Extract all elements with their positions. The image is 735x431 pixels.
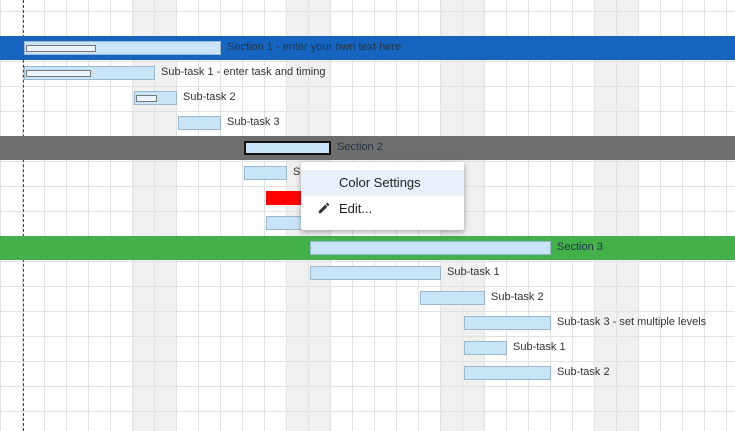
grid-column-line — [132, 0, 133, 431]
menu-item-label: Edit... — [339, 201, 373, 216]
task-label: Sub-task 3 - set multiple levels — [557, 316, 707, 328]
grid-column-line — [528, 0, 529, 431]
section-band — [0, 136, 735, 160]
task-label: Sub-task 2 — [491, 291, 544, 303]
task-label: Sub-task 3 — [227, 116, 280, 128]
task-bar[interactable] — [420, 291, 485, 305]
grid-row-line — [0, 111, 735, 112]
grid-row-line — [0, 86, 735, 87]
task-bar[interactable] — [24, 66, 155, 80]
grid-column-line — [682, 0, 683, 431]
grid-column-line — [704, 0, 705, 431]
section-bar[interactable] — [310, 241, 551, 255]
task-label: Sub-task 1 — [513, 341, 566, 353]
grid-column-line — [88, 0, 89, 431]
weekend-column-shade — [616, 0, 638, 431]
task-label: Sub-task 2 — [557, 366, 610, 378]
grid-column-line — [198, 0, 199, 431]
grid-column-line — [242, 0, 243, 431]
menu-item-edit[interactable]: Edit... — [301, 196, 464, 222]
section-bar[interactable] — [244, 141, 331, 155]
task-bar[interactable] — [266, 216, 302, 230]
grid-row-line — [0, 311, 735, 312]
task-bar[interactable] — [244, 166, 287, 180]
grid-column-line — [110, 0, 111, 431]
grid-row-line — [0, 261, 735, 262]
grid-column-line — [616, 0, 617, 431]
grid-column-line — [22, 0, 23, 431]
task-bar[interactable] — [310, 266, 441, 280]
grid-row-line — [0, 11, 735, 12]
grid-row-line — [0, 161, 735, 162]
grid-column-line — [484, 0, 485, 431]
task-bar[interactable] — [464, 316, 551, 330]
grid-row-line — [0, 411, 735, 412]
weekend-column-shade — [132, 0, 154, 431]
section-label: Section 2 — [337, 141, 383, 153]
task-label: Sub-task 1 - enter task and timing — [161, 66, 326, 78]
grid-row-line — [0, 386, 735, 387]
grid-column-line — [66, 0, 67, 431]
grid-column-line — [726, 0, 727, 431]
task-label: Sub-task 2 — [183, 91, 236, 103]
grid-column-line — [264, 0, 265, 431]
grid-column-line — [44, 0, 45, 431]
context-menu: Color Settings Edit... — [301, 162, 464, 230]
task-bar[interactable] — [464, 366, 551, 380]
section-bar[interactable] — [24, 41, 221, 55]
grid-row-line — [0, 286, 735, 287]
pencil-icon — [318, 202, 330, 214]
task-label: Sub-task 1 — [447, 266, 500, 278]
grid-column-line — [286, 0, 287, 431]
grid-row-line — [0, 336, 735, 337]
weekend-column-shade — [154, 0, 176, 431]
task-bar[interactable] — [178, 116, 221, 130]
grid-column-line — [506, 0, 507, 431]
progress-bar — [136, 95, 157, 102]
task-bar[interactable] — [134, 91, 177, 105]
grid-column-line — [154, 0, 155, 431]
grid-column-line — [572, 0, 573, 431]
grid-column-line — [550, 0, 551, 431]
task-bar[interactable] — [464, 341, 507, 355]
grid-column-line — [0, 0, 1, 431]
grid-column-line — [660, 0, 661, 431]
weekend-column-shade — [286, 0, 308, 431]
grid-column-line — [594, 0, 595, 431]
menu-item-color-settings[interactable]: Color Settings — [301, 170, 464, 196]
weekend-column-shade — [594, 0, 616, 431]
grid-column-line — [638, 0, 639, 431]
task-bar[interactable] — [266, 191, 302, 205]
grid-column-line — [220, 0, 221, 431]
section-label: Section 3 — [557, 241, 603, 253]
grid-column-line — [176, 0, 177, 431]
progress-bar — [26, 70, 91, 77]
today-marker-line — [23, 0, 24, 431]
grid-row-line — [0, 61, 735, 62]
section-label: Section 1 - enter your own text here — [227, 41, 402, 53]
grid-row-line — [0, 361, 735, 362]
menu-item-label: Color Settings — [339, 175, 421, 190]
progress-bar — [26, 45, 96, 52]
